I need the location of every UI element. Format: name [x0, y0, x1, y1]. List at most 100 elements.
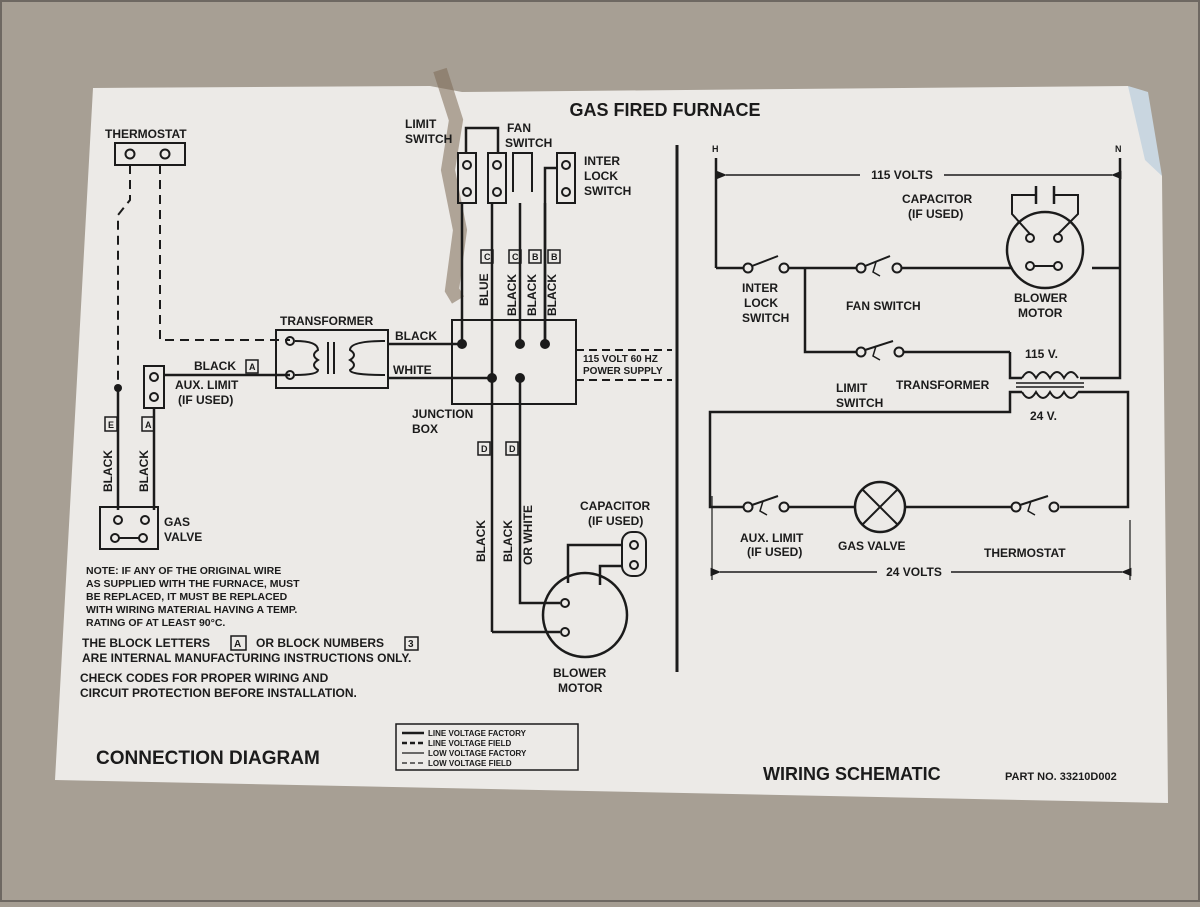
switch-terminal [492, 160, 502, 170]
block-note: THE BLOCK LETTERS [82, 636, 210, 650]
aux-limit-label: AUX. LIMIT [740, 531, 804, 545]
or-white-wire-label: OR WHITE [521, 505, 535, 565]
black-wire-label: BLACK [525, 274, 539, 316]
115-volts-label: 115 VOLTS [871, 168, 933, 182]
wire [1008, 352, 1022, 380]
interlock-switch-label: INTER [742, 281, 778, 295]
low-voltage-wire [708, 390, 1022, 509]
switch-contact [893, 346, 905, 358]
capacitor-wire [1054, 194, 1079, 235]
block-letter-box [480, 249, 494, 264]
block-letter: C [512, 252, 519, 262]
gas-valve-label: GAS [164, 515, 190, 529]
limit-switch [457, 152, 477, 204]
block-letter-box [528, 249, 542, 264]
blower-motor-label: BLOWER [1014, 291, 1068, 305]
switch-contact [742, 501, 754, 513]
aux-limit-label: (IF USED) [747, 545, 802, 559]
gas-valve-label: VALVE [164, 530, 202, 544]
power-supply-label: POWER SUPPLY [583, 366, 663, 377]
115v-label: 115 V. [1025, 347, 1058, 361]
capacitor-wire [1011, 194, 1036, 235]
label-backdrop [860, 166, 944, 182]
block-letter: D [481, 444, 488, 454]
tear-stain [433, 67, 468, 304]
power-supply-label: 115 VOLT 60 HZ [583, 354, 658, 365]
transformer-terminal [285, 336, 295, 346]
aux-limit-terminal [149, 372, 159, 382]
block-note: ARE INTERNAL MANUFACTURING INSTRUCTIONS … [82, 651, 411, 665]
interlock-switch [556, 152, 576, 204]
wiring-schematic-title: WIRING SCHEMATIC [763, 764, 941, 784]
switch-contact [855, 262, 867, 274]
note-line: BE REPLACED, IT MUST BE REPLACED [86, 591, 288, 603]
aux-limit-terminal [149, 392, 159, 402]
interlock-switch-label: INTER [584, 154, 620, 168]
limit-switch-actuator [872, 345, 881, 361]
limit-switch-label: LIMIT [836, 381, 868, 395]
note-line: WITH WIRING MATERIAL HAVING A TEMP. [86, 604, 297, 616]
capacitor-label: CAPACITOR [902, 192, 973, 206]
switch-terminal [462, 187, 472, 197]
legend: LINE VOLTAGE FACTORY LINE VOLTAGE FIELD … [395, 723, 579, 771]
block-letter-box [477, 441, 491, 456]
block-letter-box [245, 359, 259, 374]
aux-limit-label: AUX. LIMIT [175, 378, 239, 392]
wire-junction [540, 339, 550, 349]
switch-contact [742, 262, 754, 274]
limit-switch-blade [864, 340, 894, 351]
block-letter-box [230, 635, 247, 651]
notes-block: NOTE: IF ANY OF THE ORIGINAL WIRE AS SUP… [80, 565, 419, 700]
part-number: PART NO. 33210D002 [1005, 771, 1117, 783]
note-line: NOTE: IF ANY OF THE ORIGINAL WIRE [86, 565, 281, 577]
interlock-switch-label: SWITCH [584, 184, 631, 198]
fan-switch-label: SWITCH [505, 136, 552, 150]
switch-terminal [561, 160, 571, 170]
white-wire-label: WHITE [393, 363, 432, 377]
wire [803, 268, 857, 354]
black-wire-label: BLACK [395, 329, 437, 343]
neutral-terminal-label: N [1115, 144, 1122, 154]
wire-junction [457, 339, 467, 349]
wire-junction [515, 339, 525, 349]
block-letter-box [508, 249, 522, 264]
aux-limit-blade [751, 495, 779, 506]
transformer-secondary [1021, 390, 1079, 399]
junction-box-label: BOX [412, 422, 438, 436]
junction-box-label: JUNCTION [412, 407, 473, 421]
24v-label: 24 V. [1030, 409, 1057, 423]
black-wire-label: BLACK [194, 359, 236, 373]
interlock-switch-label: SWITCH [742, 311, 789, 325]
fan-switch-label: FAN [507, 121, 531, 135]
thermostat-block [114, 142, 186, 166]
thermostat-wire [159, 165, 290, 341]
code-note: CHECK CODES FOR PROPER WIRING AND [80, 671, 329, 685]
thermostat-terminal [159, 148, 171, 160]
capacitor-terminal [629, 560, 639, 570]
paper-card [55, 86, 1168, 803]
block-note: OR BLOCK NUMBERS [256, 636, 384, 650]
note-line: RATING OF AT LEAST 90°C. [86, 617, 225, 629]
switch-contact [891, 262, 903, 274]
black-wire-label: BLACK [505, 274, 519, 316]
thermostat-wire [117, 165, 131, 390]
legend-box [395, 723, 579, 771]
wire [1080, 360, 1122, 380]
code-note: CIRCUIT PROTECTION BEFORE INSTALLATION. [80, 686, 357, 700]
transformer-box [275, 329, 389, 389]
limit-switch-label: SWITCH [836, 396, 883, 410]
black-wire-label: BLACK [474, 520, 488, 562]
capacitor [621, 531, 647, 577]
thermostat-blade [1019, 495, 1049, 506]
block-letter: B [551, 252, 558, 262]
label-backdrop [877, 563, 951, 579]
gas-valve-cross [862, 489, 898, 525]
switch-contact [778, 501, 790, 513]
fan-switch-blade [864, 255, 891, 267]
white-wire [518, 378, 560, 605]
limit-switch-label: SWITCH [405, 132, 452, 146]
fan-switch-label: FAN SWITCH [846, 299, 921, 313]
wiring-schematic: H N 115 VOLTS INTER LOCK SWITCH FAN SWIT… [708, 144, 1132, 580]
switch-link-wire [464, 126, 500, 153]
